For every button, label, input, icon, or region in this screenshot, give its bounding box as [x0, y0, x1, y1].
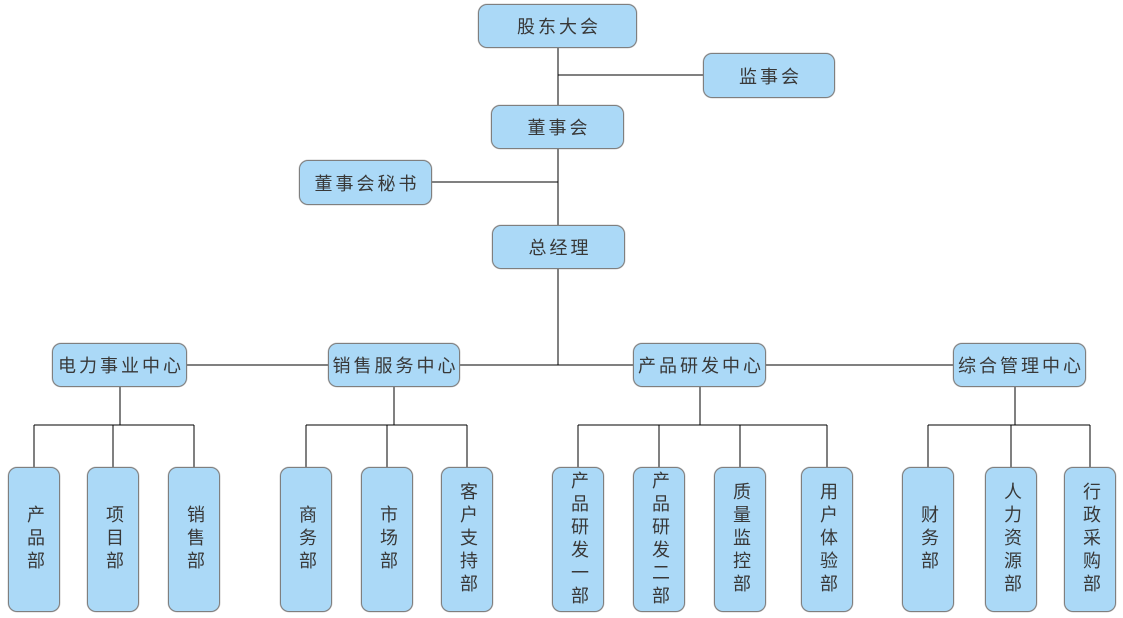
org-node-board-of-directors: 董事会 — [491, 105, 624, 149]
org-node-center-product-rnd: 产品研发中心 — [633, 343, 766, 387]
org-node-dept-finance: 财务部 — [902, 467, 954, 612]
org-node-dept-rnd-2: 产品研发二部 — [633, 467, 685, 612]
org-node-center-sales-service: 销售服务中心 — [328, 343, 460, 387]
org-node-dept-commerce: 商务部 — [280, 467, 332, 612]
org-node-dept-admin-procurement: 行政采购部 — [1064, 467, 1116, 612]
org-node-dept-project: 项目部 — [87, 467, 139, 612]
org-node-dept-product: 产品部 — [8, 467, 60, 612]
org-node-shareholders-meeting: 股东大会 — [478, 4, 637, 48]
org-node-dept-customer-support: 客户支持部 — [441, 467, 493, 612]
org-node-board-secretary: 董事会秘书 — [299, 160, 432, 205]
org-node-dept-rnd-1: 产品研发一部 — [552, 467, 604, 612]
org-node-dept-marketing: 市场部 — [361, 467, 413, 612]
org-node-general-manager: 总经理 — [492, 225, 625, 269]
org-node-supervisory-board: 监事会 — [703, 53, 835, 98]
org-node-center-general-management: 综合管理中心 — [953, 343, 1086, 387]
org-node-dept-human-resources: 人力资源部 — [985, 467, 1037, 612]
org-node-center-power-business: 电力事业中心 — [52, 343, 187, 387]
org-node-dept-quality-control: 质量监控部 — [714, 467, 766, 612]
org-node-dept-user-experience: 用户体验部 — [801, 467, 853, 612]
org-node-dept-sales: 销售部 — [168, 467, 220, 612]
